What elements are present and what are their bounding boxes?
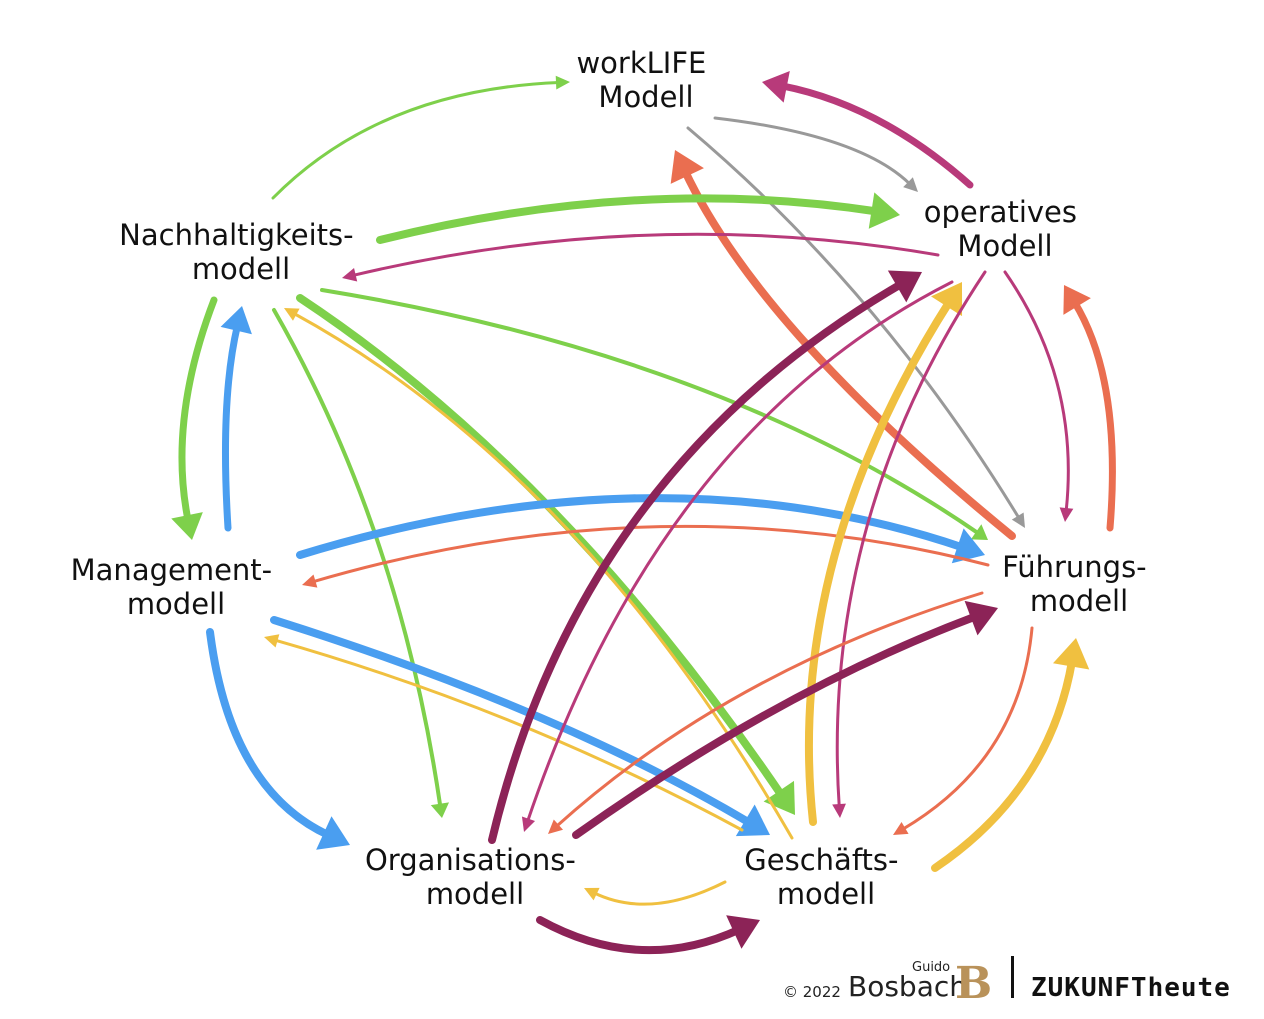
arrow-geschaefts-to-fuehrungs [931, 656, 1077, 872]
arrow-fuehrungs-to-operatives-head [1063, 285, 1091, 315]
node-fuehrungs-line2: modell [1030, 584, 1128, 618]
arrow-organisations-to-geschaefts [536, 916, 744, 955]
arrow-operatives-to-worklife-head [762, 71, 790, 103]
node-worklife-line1: workLIFE [576, 46, 706, 80]
arrow-nachhaltigkeits-to-operatives-head [868, 192, 900, 229]
arrow-nachhaltigkeits-to-operatives [376, 194, 882, 244]
node-worklife-modell: workLIFE Modell [576, 46, 715, 114]
node-management-line2: modell [127, 587, 225, 621]
author-first-name: Guido [912, 960, 950, 975]
arrow-operatives-to-organisations-head [521, 816, 536, 832]
arrow-fuehrungs-to-worklife-head [670, 150, 704, 184]
arrow-geschaefts-to-management-head [264, 634, 280, 648]
arrow-operatives-to-geschaefts [835, 270, 987, 809]
connection-arrows [171, 71, 1116, 955]
arrow-worklife-to-operatives [713, 116, 912, 186]
footer-credits: © 2022 Guido Bosbach B ZUKUNFTheute [783, 956, 1231, 1009]
node-management-line1: Management- [71, 553, 273, 587]
arrow-nachhaltigkeits-to-worklife [271, 80, 561, 200]
arrow-nachhaltigkeits-to-geschaefts-head [763, 780, 795, 815]
arrow-nachhaltigkeits-to-fuehrungs-head [970, 524, 988, 540]
arrow-organisations-to-fuehrungs [572, 612, 981, 839]
arrow-operatives-to-geschaefts-head [832, 803, 846, 818]
arrow-geschaefts-to-nachhaltigkeits [292, 311, 794, 840]
node-managementmodell: Management- modell [71, 553, 282, 621]
arrow-operatives-to-organisations [526, 280, 954, 823]
arrow-operatives-to-worklife [778, 82, 974, 189]
footer-divider [1011, 956, 1014, 998]
node-geschaefts-line1: Geschäfts- [744, 843, 898, 877]
arrow-fuehrungs-to-geschaefts [901, 626, 1034, 831]
node-geschaeftsmodell: Geschäfts- modell [744, 843, 907, 911]
arrow-fuehrungs-to-organisations [554, 591, 984, 829]
node-fuehrungs-line1: Führungs- [1002, 550, 1147, 584]
node-operatives-line1: operatives [924, 195, 1077, 229]
author-last-name: Bosbach [848, 970, 967, 1003]
node-geschaefts-line2: modell [777, 877, 875, 911]
arrow-nachhaltigkeits-to-management [178, 296, 218, 524]
arrow-geschaefts-to-organisations-head [584, 887, 600, 901]
arrow-geschaefts-to-operatives-head [931, 282, 963, 317]
arrow-management-to-nachhaltigkeits [221, 322, 241, 532]
arrow-nachhaltigkeits-to-management-head [171, 512, 203, 540]
arrow-operatives-to-fuehrungs-head [1059, 507, 1074, 522]
node-nachhaltigkeits-line2: modell [192, 252, 290, 286]
arrow-management-to-organisations-head [316, 816, 350, 850]
arrow-management-to-geschaefts-head [735, 804, 770, 837]
node-organisations-line2: modell [426, 877, 524, 911]
arrow-geschaefts-to-management [273, 638, 744, 832]
arrow-fuehrungs-to-operatives [1071, 298, 1116, 532]
arrow-fuehrungs-to-worklife [680, 166, 1016, 540]
arrow-organisations-to-geschaefts-head [726, 915, 760, 949]
node-nachhaltigkeitsmodell: Nachhaltigkeits- modell [119, 218, 363, 286]
arrow-nachhaltigkeits-to-organisations-head [430, 802, 450, 818]
node-nachhaltigkeits-line1: Nachhaltigkeits- [119, 218, 353, 252]
arrow-operatives-to-nachhaltigkeits [351, 232, 940, 277]
arrow-management-to-geschaefts [270, 616, 755, 828]
arrow-nachhaltigkeits-to-worklife-head [555, 75, 570, 90]
arrow-operatives-to-nachhaltigkeits-head [342, 268, 358, 282]
arrow-fuehrungs-to-geschaefts-head [893, 821, 909, 835]
zukunft-heute-logo: ZUKUNFTheute [1031, 973, 1231, 1003]
arrow-geschaefts-to-organisations [592, 880, 727, 906]
arrow-nachhaltigkeits-to-fuehrungs [320, 288, 981, 536]
node-worklife-line2: Modell [598, 80, 693, 114]
node-fuehrungsmodell: Führungs- modell [1002, 550, 1156, 618]
arrow-fuehrungs-to-management-head [302, 574, 318, 588]
node-operatives-line2: Modell [957, 229, 1052, 263]
arrow-organisations-to-fuehrungs-head [964, 600, 998, 636]
bosbach-logo-mark: B [955, 958, 992, 1009]
arrow-worklife-to-operatives-head [903, 177, 918, 192]
arrow-fuehrungs-to-management [311, 524, 990, 584]
arrow-organisations-to-operatives [488, 279, 907, 844]
arrow-management-to-fuehrungs [296, 494, 968, 559]
node-organisations-line1: Organisations- [365, 843, 576, 877]
arrow-management-to-nachhaltigkeits-head [220, 306, 252, 335]
copyright-text: © 2022 [783, 983, 841, 1001]
arrow-geschaefts-to-fuehrungs-head [1053, 638, 1090, 670]
arrow-geschaefts-to-nachhaltigkeits-head [284, 308, 300, 321]
arrow-operatives-to-fuehrungs [1003, 270, 1070, 513]
arrow-organisations-to-operatives-head [887, 270, 922, 303]
arrow-fuehrungs-to-organisations-head [548, 819, 564, 834]
arrow-worklife-to-fuehrungs-head [1011, 512, 1025, 528]
arrow-nachhaltigkeits-to-organisations [272, 308, 443, 809]
arrow-geschaefts-to-operatives [805, 297, 954, 826]
arrow-management-to-organisations [206, 628, 334, 840]
arrow-management-to-fuehrungs-head [951, 528, 985, 564]
node-operatives-modell: operatives Modell [924, 195, 1086, 263]
node-organisationsmodell: Organisations- modell [365, 843, 585, 911]
